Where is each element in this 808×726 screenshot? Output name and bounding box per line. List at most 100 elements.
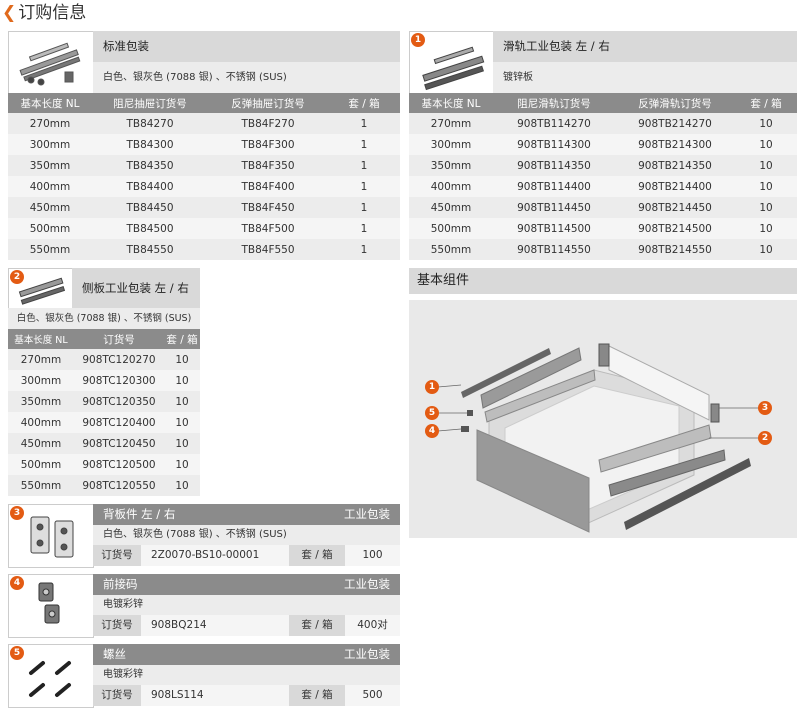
side-panel-icon [18, 277, 66, 305]
screw-icon [29, 661, 71, 697]
table-cell: 10 [735, 218, 797, 239]
table-cell: 10 [164, 412, 200, 433]
front-connector-image [8, 574, 94, 638]
back-piece-pack: 工业包装 [344, 507, 390, 521]
callout-badge-4: 4 [10, 576, 24, 590]
qty-value: 100 [362, 549, 383, 561]
table-cell: 10 [164, 433, 200, 454]
qty-label: 套 / 箱 [289, 685, 345, 706]
back-piece-header: 背板件 左 / 右 工业包装 [93, 504, 400, 525]
table-header-row: 基本长度 NL 订货号 套 / 箱 [8, 329, 200, 349]
table-cell: TB84F300 [208, 134, 328, 155]
table-cell: 10 [735, 113, 797, 134]
table-cell: 10 [164, 391, 200, 412]
qty-value: 500 [362, 689, 383, 701]
table-cell: 908TB214300 [615, 134, 735, 155]
rail-package-image [409, 31, 495, 95]
table-cell: 10 [164, 454, 200, 475]
qty-label: 套 / 箱 [289, 615, 345, 636]
back-piece-title: 背板件 左 / 右 [103, 507, 176, 521]
column-header: 阻尼滑轨订货号 [493, 93, 615, 113]
column-header: 反弹滑轨订货号 [615, 93, 735, 113]
callout-badge-1: 1 [425, 380, 439, 394]
back-piece-subtitle: 白色、银灰色 (7088 银) 、不锈钢 (SUS) [93, 525, 400, 545]
table-cell: 300mm [409, 134, 493, 155]
table-cell: 908TC120550 [74, 475, 164, 496]
table-cell: TB84F450 [208, 197, 328, 218]
table-cell: TB84F400 [208, 176, 328, 197]
callout-badge-5: 5 [425, 406, 439, 420]
table-cell: 500mm [409, 218, 493, 239]
table-cell: 350mm [8, 391, 74, 412]
table-cell: 908TC120350 [74, 391, 164, 412]
page-title: ❮订购信息 [2, 3, 87, 23]
callout-badge-3: 3 [758, 401, 772, 415]
order-number: 908BQ214 [151, 619, 207, 631]
table-cell: 400mm [8, 412, 74, 433]
table-cell: TB84400 [92, 176, 208, 197]
table-cell: 10 [164, 475, 200, 496]
table-cell: 908TB214550 [615, 239, 735, 260]
table-cell: 550mm [8, 475, 74, 496]
table-cell: 1 [328, 197, 400, 218]
table-cell: 450mm [8, 197, 92, 218]
table-cell: 1 [328, 176, 400, 197]
table-cell: 350mm [409, 155, 493, 176]
drawer-kit-icon [19, 42, 81, 86]
column-header: 套 / 箱 [735, 93, 797, 113]
front-connector-icon [38, 582, 60, 624]
callout-badge-4: 4 [425, 424, 439, 438]
table-cell: 908TB114550 [493, 239, 615, 260]
table-cell: 450mm [409, 197, 493, 218]
column-header: 基本长度 NL [409, 93, 493, 113]
column-header: 基本长度 NL [8, 93, 92, 113]
rail-package-subtitle: 镀锌板 [493, 62, 797, 93]
screw-pack: 工业包装 [344, 647, 390, 661]
chevron-left-icon: ❮ [2, 3, 17, 23]
table-cell: 908TB114270 [493, 113, 615, 134]
table-cell: 10 [735, 155, 797, 176]
table-cell: 1 [328, 134, 400, 155]
back-bracket-icon [30, 516, 74, 558]
table-header-row: 基本长度 NL 阻尼滑轨订货号 反弹滑轨订货号 套 / 箱 [409, 93, 797, 113]
table-cell: 270mm [409, 113, 493, 134]
standard-package-image [8, 31, 94, 95]
order-label: 订货号 [93, 615, 141, 636]
table-cell: TB84350 [92, 155, 208, 176]
column-header: 阻尼抽屉订货号 [92, 93, 208, 113]
table-cell: TB84500 [92, 218, 208, 239]
rail-package-title: 滑轨工业包装 左 / 右 [493, 31, 797, 62]
order-number: 2Z0070-BS10-00001 [151, 549, 260, 561]
table-cell: 908TC120400 [74, 412, 164, 433]
table-cell: 300mm [8, 134, 92, 155]
callout-badge-2: 2 [758, 431, 772, 445]
screw-order-row: 订货号 908LS114 套 / 箱 500 [93, 685, 400, 706]
order-label: 订货号 [93, 685, 141, 706]
table-cell: 908TC120500 [74, 454, 164, 475]
table-cell: 10 [735, 239, 797, 260]
table-cell: 908TB114450 [493, 197, 615, 218]
column-header: 套 / 箱 [328, 93, 400, 113]
table-cell: 400mm [8, 176, 92, 197]
table-cell: 908TB114500 [493, 218, 615, 239]
table-cell: 1 [328, 239, 400, 260]
table-cell: 908TB214270 [615, 113, 735, 134]
front-connector-pack: 工业包装 [344, 577, 390, 591]
table-cell: 10 [164, 370, 200, 391]
table-cell: 1 [328, 155, 400, 176]
front-connector-title: 前接码 [103, 577, 138, 591]
table-cell: 400mm [409, 176, 493, 197]
